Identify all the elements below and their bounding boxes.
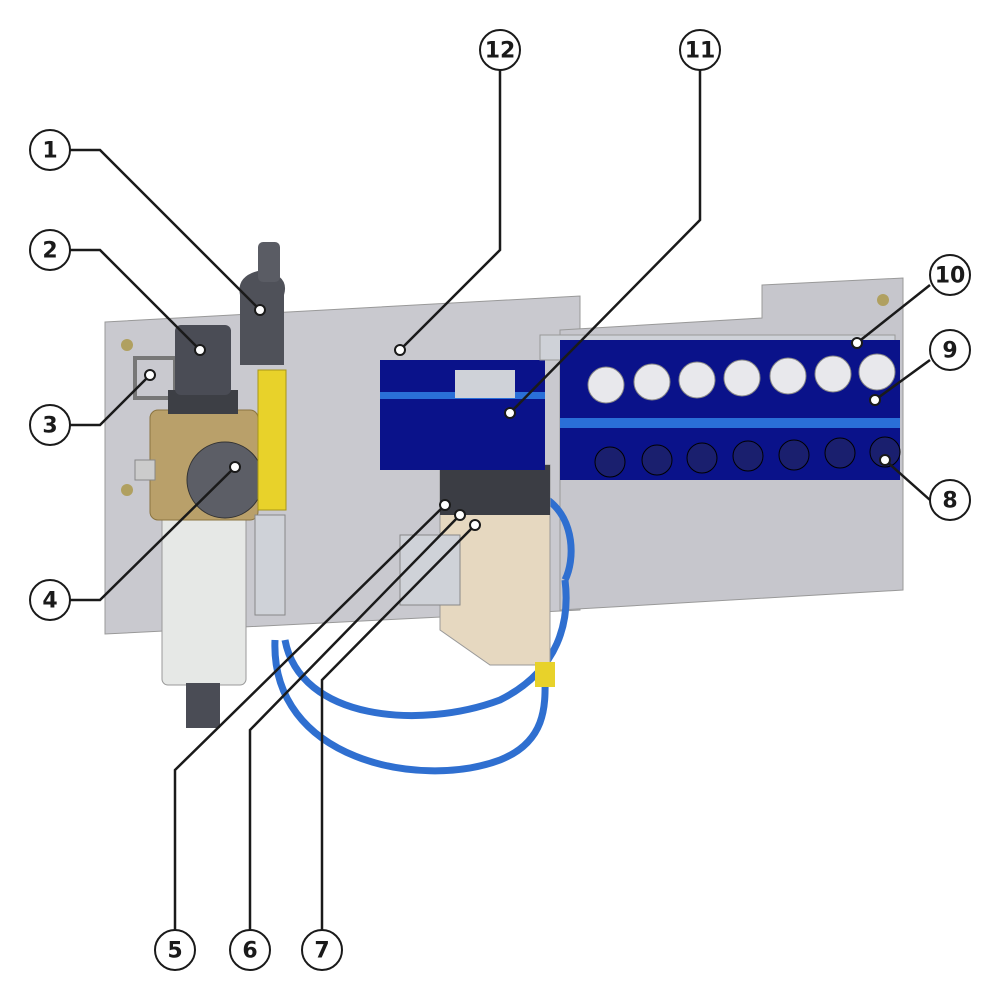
callout-6: 6 (242, 939, 257, 964)
leader-endpoints (144, 304, 891, 531)
callout-12: 12 (485, 39, 516, 64)
callout-5: 5 (167, 939, 182, 964)
right-valve-bank (539, 334, 901, 480)
callout-9: 9 (942, 339, 957, 364)
callout-1: 1 (42, 139, 57, 164)
air-hoses (271, 497, 575, 775)
screw-icon (877, 294, 889, 306)
callout-7: 7 (314, 939, 329, 964)
callout-4: 4 (42, 589, 57, 614)
filter-regulator (133, 242, 287, 728)
callouts (29, 29, 971, 971)
callout-11: 11 (685, 39, 716, 64)
callout-2: 2 (42, 239, 57, 264)
screw-icon (121, 339, 133, 351)
callout-3: 3 (42, 414, 57, 439)
callout-10: 10 (935, 264, 966, 289)
callout-8: 8 (942, 489, 957, 514)
leader-lines (70, 70, 931, 930)
screw-icon (121, 484, 133, 496)
